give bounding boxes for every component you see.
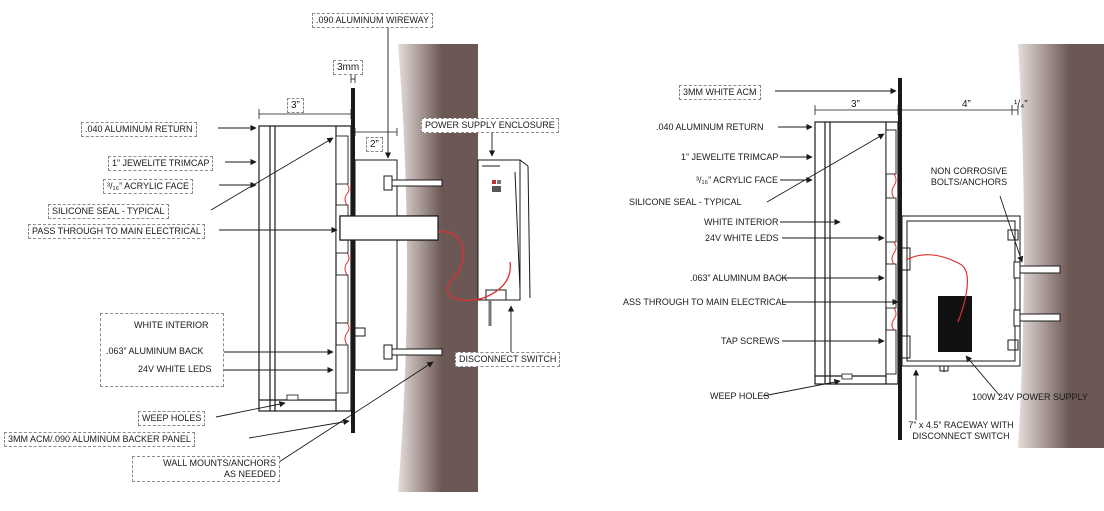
label-right-dim-quarter: ¹/₄” — [1014, 99, 1028, 110]
label-raceway-line2: DISCONNECT SWITCH — [912, 431, 1010, 441]
right-led-wire — [891, 173, 897, 331]
right-wall — [1018, 44, 1104, 448]
label-aluminum-back: .063” ALUMINUM BACK — [106, 346, 204, 356]
label-right-weep-holes: WEEP HOLES — [710, 391, 770, 401]
label-wall-mounts-line1: WALL MOUNTS/ANCHORS — [163, 458, 276, 468]
label-white-acm: 3MM WHITE ACM — [679, 85, 761, 100]
left-dimension-lines — [258, 75, 398, 136]
label-right-aluminum-back: .063” ALUMINUM BACK — [690, 273, 788, 283]
label-acrylic-face: ³/₁₆” ACRYLIC FACE — [103, 179, 194, 194]
label-bolts-line2: BOLTS/ANCHORS — [930, 177, 1008, 187]
label-right-pass-through: ASS THROUGH TO MAIN ELECTRICAL — [623, 297, 787, 307]
left-raceway — [354, 159, 398, 371]
label-right-white-leds: 24V WHITE LEDS — [705, 233, 779, 243]
label-white-interior: WHITE INTERIOR — [134, 320, 209, 330]
label-group-interior-box — [100, 313, 224, 387]
label-right-white-interior: WHITE INTERIOR — [704, 217, 779, 227]
label-dim-2in: 2” — [366, 137, 383, 152]
left-power-wire — [437, 231, 511, 301]
right-leader-arrows — [762, 87, 1024, 420]
label-power-supply-enclosure: POWER SUPPLY ENCLOSURE — [421, 118, 559, 133]
right-dimension-lines — [814, 105, 1019, 115]
right-power-wire — [905, 254, 968, 323]
label-tap-screws: TAP SCREWS — [721, 336, 780, 346]
right-wall-anchors — [1013, 261, 1061, 327]
label-right-trimcap: 1” JEWELITE TRIMCAP — [681, 152, 779, 162]
left-power-supply-enclosure — [477, 159, 531, 326]
right-led-modules — [885, 129, 897, 375]
left-weep-hole — [286, 394, 299, 401]
label-wireway: .090 ALUMINUM WIREWAY — [312, 13, 434, 28]
label-backer-panel: 3MM ACM/.090 ALUMINUM BACKER PANEL — [4, 432, 195, 447]
label-power-supply: 100W 24V POWER SUPPLY — [972, 392, 1088, 402]
label-raceway: 7” x 4.5” RACEWAY WITH DISCONNECT SWITCH — [896, 420, 1026, 442]
left-backer-panel — [351, 88, 355, 433]
right-sign-cabinet — [814, 121, 899, 385]
label-right-dim-3in: 3” — [851, 99, 860, 110]
left-wall-anchors — [354, 175, 443, 360]
label-white-leds: 24V WHITE LEDS — [138, 364, 212, 374]
label-disconnect-switch: DISCONNECT SWITCH — [455, 352, 561, 367]
label-pass-through: PASS THROUGH TO MAIN ELECTRICAL — [28, 224, 205, 239]
right-power-supply — [938, 296, 972, 352]
left-leader-arrows — [210, 27, 515, 463]
label-right-acrylic-face: ³/₁₆” ACRYLIC FACE — [696, 175, 779, 185]
label-weep-holes: WEEP HOLES — [138, 411, 206, 426]
label-bolts-line1: NON CORROSIVE — [930, 166, 1008, 176]
label-bolts-anchors: NON CORROSIVE BOLTS/ANCHORS — [926, 166, 1012, 188]
left-wall — [398, 44, 478, 492]
label-wall-mounts-line2: AS NEEDED — [223, 469, 276, 479]
label-raceway-line1: 7” x 4.5” RACEWAY WITH — [908, 420, 1014, 430]
label-silicone-seal: SILICONE SEAL - TYPICAL — [48, 204, 169, 219]
label-right-aluminum-return: .040 ALUMINUM RETURN — [656, 122, 764, 132]
left-led-wire — [344, 183, 350, 346]
label-dim-3mm: 3mm — [333, 60, 364, 75]
label-right-silicone-seal: SILICONE SEAL - TYPICAL — [629, 197, 742, 207]
label-right-dim-4in: 4” — [962, 99, 971, 110]
right-acm-panel — [898, 78, 902, 440]
label-aluminum-return: .040 ALUMINUM RETURN — [81, 122, 197, 137]
label-wall-mounts: WALL MOUNTS/ANCHORS AS NEEDED — [132, 456, 280, 482]
right-weep-hole — [841, 373, 853, 380]
label-trimcap: 1” JEWELITE TRIMCAP — [108, 156, 214, 171]
label-dim-3in: 3” — [287, 98, 304, 113]
